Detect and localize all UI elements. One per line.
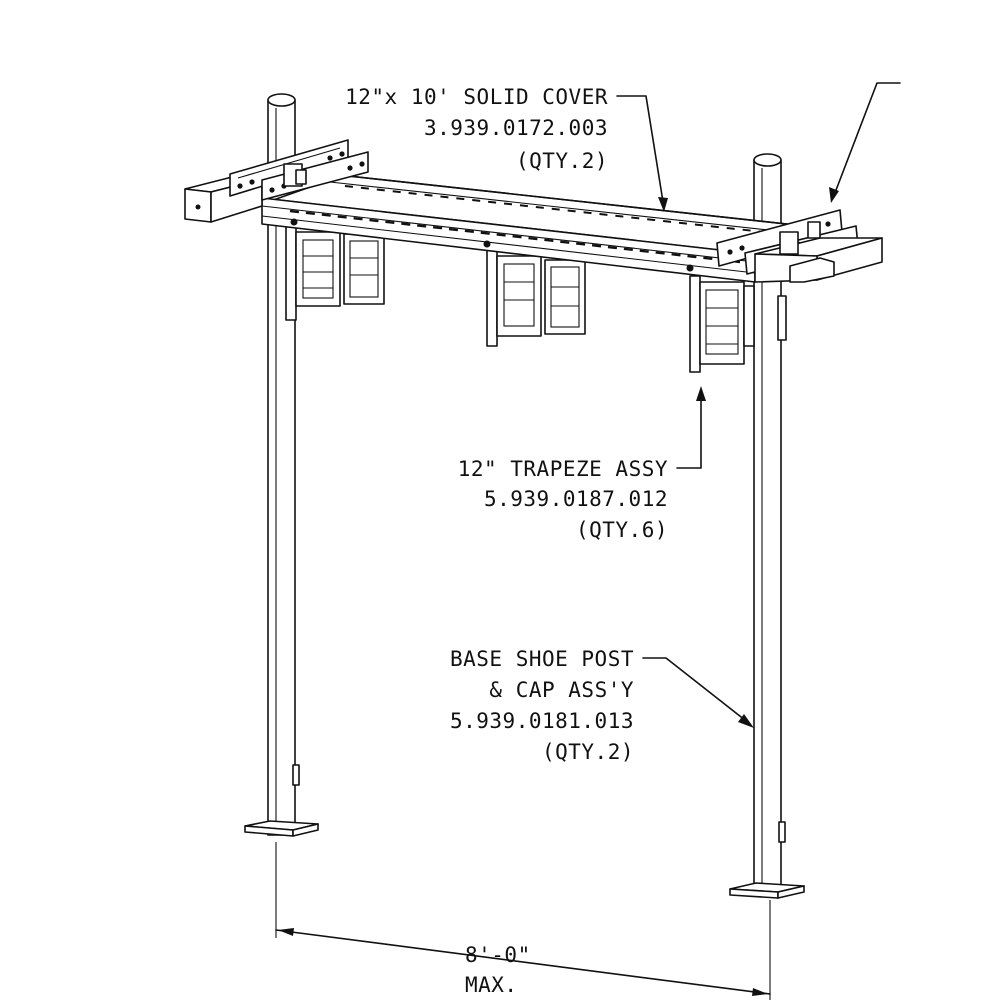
left-base-plate — [244, 820, 319, 837]
leader-post — [642, 657, 754, 728]
cover-callout-part-number: 3.939.0172.003 — [424, 116, 608, 140]
trapeze-assembly-right — [689, 275, 787, 373]
right-base-plate — [729, 882, 805, 899]
leader-trapeze — [676, 386, 706, 469]
post-callout-line2: & CAP ASS'Y — [489, 678, 634, 702]
leader-bracket — [829, 82, 901, 203]
post-callout-part-number: 5.939.0181.013 — [450, 709, 634, 733]
cable-tray — [261, 173, 824, 283]
post-callout-qty: (QTY.2) — [542, 740, 634, 764]
cover-callout-qty: (QTY.2) — [516, 149, 608, 173]
post-callout-line1: BASE SHOE POST — [450, 647, 634, 671]
trapeze-assembly-middle — [486, 249, 586, 347]
trapeze-callout-line1: 12" TRAPEZE ASSY — [458, 457, 668, 481]
cover-callout-line1: 12"x 10' SOLID COVER — [345, 85, 608, 109]
right-channel-bracket — [716, 209, 883, 283]
trapeze-callout-part-number: 5.939.0187.012 — [484, 487, 668, 511]
dimension-value: 8'-0" — [465, 943, 531, 967]
left-channel-bracket — [184, 139, 369, 223]
trapeze-assembly-left — [285, 223, 385, 321]
trapeze-callout-qty: (QTY.6) — [576, 518, 668, 542]
dimension-note: MAX. — [465, 973, 518, 997]
dimension-line — [275, 842, 771, 1000]
leader-cover — [616, 95, 668, 212]
